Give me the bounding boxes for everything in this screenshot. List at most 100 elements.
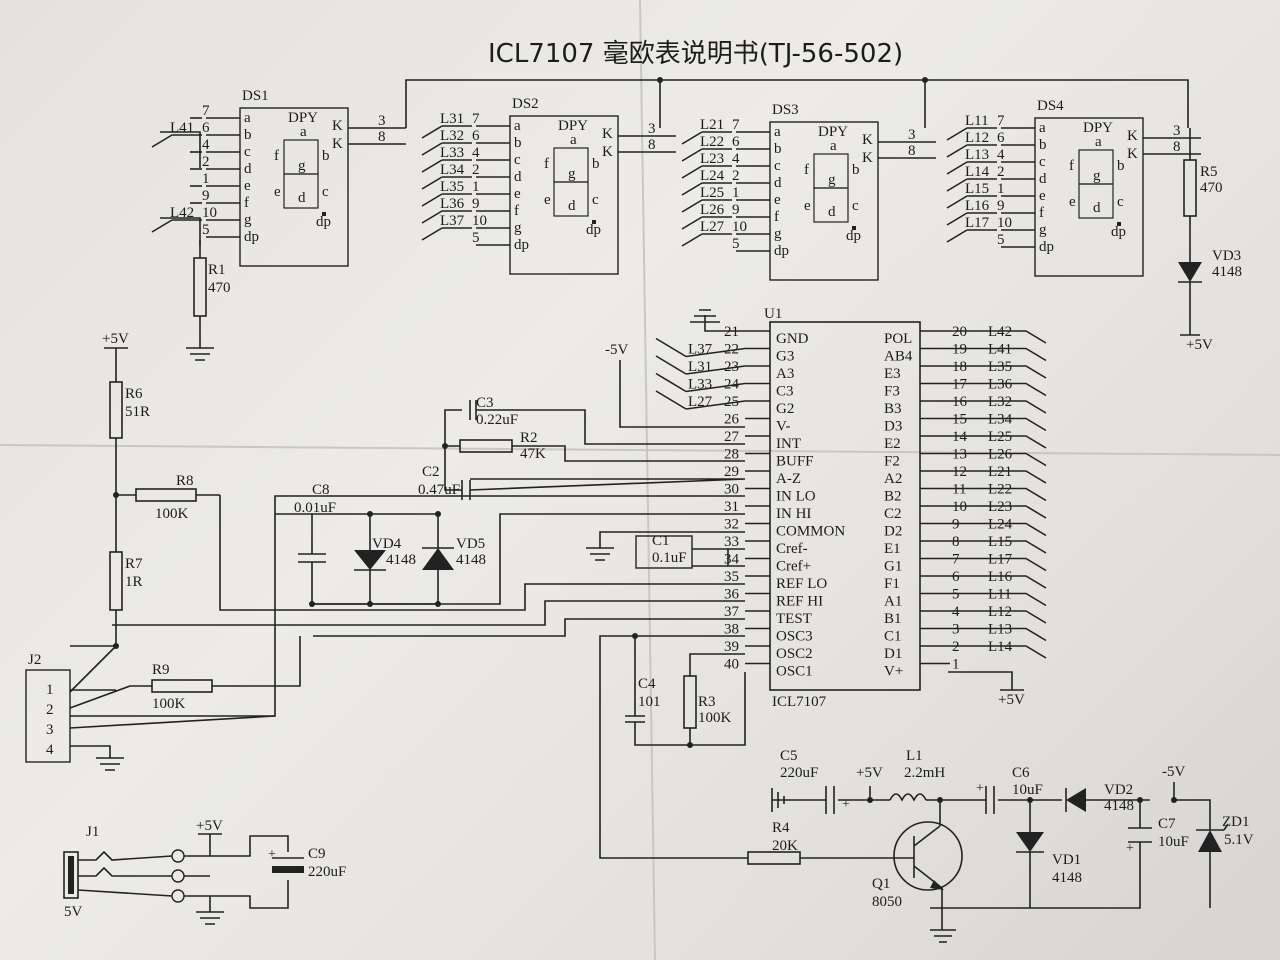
- power-jack-j1: [63, 851, 79, 899]
- display-net-label: L25: [700, 185, 724, 201]
- ic-net-label: L36: [988, 377, 1013, 393]
- rail-plus5-vd3: +5V: [1186, 337, 1213, 353]
- ic-pin-name: D2: [884, 524, 902, 540]
- display-pin-number: 5: [202, 222, 210, 238]
- display-pin-number: 3: [908, 127, 916, 143]
- rail-plus5-j1: +5V: [196, 818, 223, 834]
- ic-pin-name: OSC3: [776, 629, 813, 645]
- c6-ref: C6: [1012, 765, 1030, 781]
- ic-pin-number: 19: [952, 342, 967, 358]
- display-seg-label: f: [774, 209, 779, 225]
- segment-glyph: a: [570, 132, 577, 148]
- ic-pin-name: E1: [884, 541, 901, 557]
- segment-glyph: b: [592, 156, 600, 172]
- inductor-l1: [889, 793, 927, 802]
- c3-ref: C3: [476, 395, 494, 411]
- ic-pin-number: 23: [724, 359, 739, 375]
- ic-pin-number: 18: [952, 359, 967, 375]
- display-pin-number: 3: [648, 121, 656, 137]
- capacitor-c9: [272, 866, 304, 873]
- connector-j2: [25, 669, 71, 763]
- ic-pin-number: 12: [952, 464, 967, 480]
- rail-minus5-ic: -5V: [605, 342, 628, 358]
- l1-value: 2.2mH: [904, 765, 945, 781]
- segment-glyph: b: [852, 162, 860, 178]
- ic-pin-number: 2: [952, 639, 960, 655]
- r8-ref: R8: [176, 473, 194, 489]
- segment-glyph: a: [300, 124, 307, 140]
- display-net-label: L22: [700, 134, 724, 150]
- j2-pin-4: 4: [46, 742, 54, 758]
- ic-net-label: L17: [988, 552, 1013, 568]
- display-seg-label: d: [774, 175, 782, 191]
- vd3-value: 4148: [1212, 264, 1242, 280]
- ic-net-label: L24: [988, 517, 1013, 533]
- rail-minus5-supply: -5V: [1162, 764, 1185, 780]
- segment-dp: [1117, 222, 1121, 226]
- ic-pin-number: 15: [952, 412, 967, 428]
- r4-value: 20K: [772, 838, 798, 854]
- display-seg-label: d: [244, 161, 252, 177]
- ic-pin-number: 16: [952, 394, 968, 410]
- ic-pin-name: Cref-: [776, 541, 808, 557]
- segment-dp: [592, 220, 596, 224]
- ic-pin-number: 4: [952, 604, 960, 620]
- display-pin-number: 5: [732, 236, 740, 252]
- ic-pin-number: 13: [952, 447, 967, 463]
- display-seg-label: g: [514, 220, 522, 236]
- display-pin-number: 1: [997, 181, 1005, 197]
- display-net-label: L35: [440, 179, 464, 195]
- display-seg-label: b: [244, 127, 252, 143]
- display-net-label: L33: [440, 145, 464, 161]
- c5-value: 220uF: [780, 765, 818, 781]
- ic-pin-number: 26: [724, 412, 740, 428]
- ic-pin-number: 27: [724, 429, 740, 445]
- display-pin-number: 2: [202, 154, 210, 170]
- ic-pin-name: B3: [884, 401, 902, 417]
- segment-glyph: g: [568, 166, 576, 182]
- rail-plus5-l1: +5V: [856, 765, 883, 781]
- segment-glyph: c: [592, 192, 599, 208]
- display-net-label: L26: [700, 202, 725, 218]
- vd4-value: 4148: [386, 552, 416, 568]
- ic-pin-name: C1: [884, 629, 902, 645]
- segment-glyph: f: [1069, 158, 1074, 174]
- c6-plus: +: [976, 781, 984, 796]
- display-seg-label: a: [774, 124, 781, 140]
- ic-pin-name: OSC2: [776, 646, 813, 662]
- display-seg-label: dp: [514, 237, 529, 253]
- ic-net-label: L13: [988, 622, 1012, 638]
- ic-pin-name: V-: [776, 419, 790, 435]
- r3-value: 100K: [698, 710, 732, 726]
- display-seg-label: a: [1039, 120, 1046, 136]
- display-seg-label: f: [1039, 205, 1044, 221]
- ic-pin-number: 7: [952, 552, 960, 568]
- display-net-label: L34: [440, 162, 465, 178]
- ic-net-label: L25: [988, 429, 1012, 445]
- ic-pin-name: REF LO: [776, 576, 827, 592]
- segment-glyph: e: [544, 192, 551, 208]
- vd5-value: 4148: [456, 552, 486, 568]
- ic-net-label: L26: [988, 447, 1013, 463]
- vd2-ref: VD2: [1104, 782, 1133, 798]
- display-net-label: L11: [965, 113, 989, 129]
- display-pin-number: 2: [732, 168, 740, 184]
- display-body: [239, 107, 349, 267]
- ic-pin-name: D3: [884, 419, 902, 435]
- display-k-label: K: [332, 118, 343, 134]
- ic-pin-number: 40: [724, 657, 739, 673]
- display-seg-label: e: [1039, 188, 1046, 204]
- display-seg-label: b: [774, 141, 782, 157]
- vd4-ref: VD4: [372, 536, 402, 552]
- segment-glyph: d: [568, 198, 576, 214]
- ic-pin-number: 34: [724, 552, 740, 568]
- ic-pin-name: V+: [884, 664, 903, 680]
- display-pin-number: 5: [472, 230, 480, 246]
- display-pin-number: 3: [378, 113, 386, 129]
- r2-ref: R2: [520, 430, 538, 446]
- display-ref: DS2: [512, 96, 539, 112]
- segment-glyph: e: [804, 198, 811, 214]
- ic-pin-name: F1: [884, 576, 900, 592]
